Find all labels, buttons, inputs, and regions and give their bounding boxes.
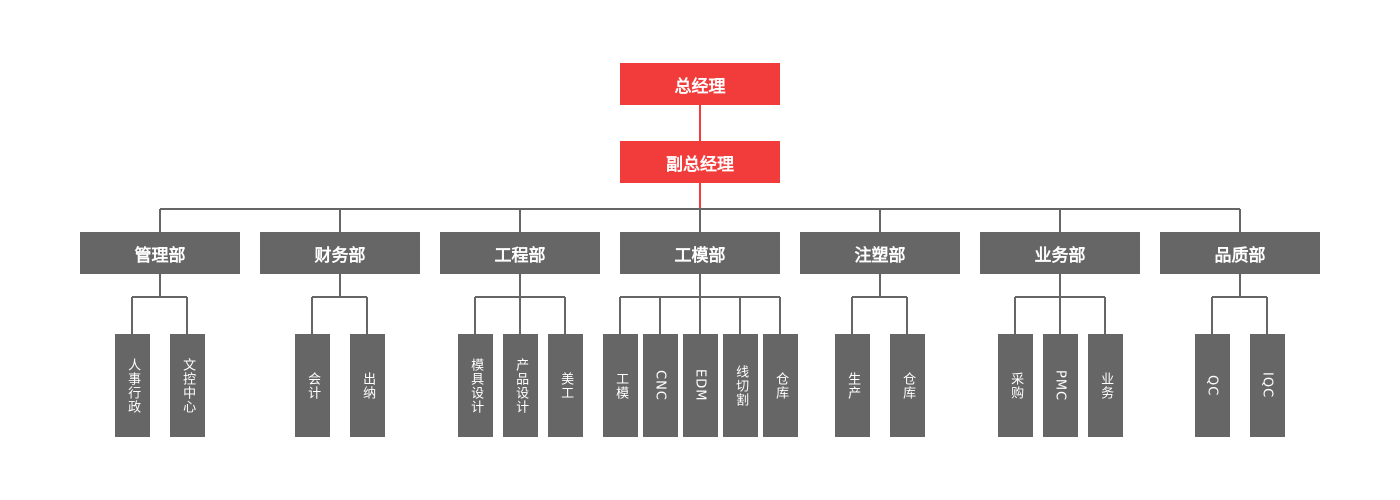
department-label: 工模部 [674, 245, 726, 266]
team-label: 文控中心 [180, 357, 196, 414]
team-box: 线切割 [722, 334, 758, 437]
team-box: 会计 [294, 334, 330, 437]
team-box: 仓库 [889, 334, 925, 437]
team-box: CNC [642, 334, 678, 437]
team-box: 生产 [834, 334, 870, 437]
team-label: IQC [1259, 372, 1275, 399]
general-manager-label: 总经理 [674, 76, 726, 97]
department-box: 工模部 [620, 232, 780, 274]
team-label: 美工 [558, 371, 574, 400]
deputy-general-manager-label: 副总经理 [666, 154, 734, 175]
team-box: 采购 [997, 334, 1033, 437]
department-box: 注塑部 [800, 232, 960, 274]
team-box: 人事行政 [114, 334, 150, 437]
team-label: EDM [692, 369, 708, 402]
department-box: 财务部 [260, 232, 420, 274]
department-box: 管理部 [80, 232, 240, 274]
team-label: 业务 [1098, 371, 1114, 400]
department-label: 工程部 [494, 245, 546, 266]
team-box: PMC [1042, 334, 1078, 437]
team-box: 文控中心 [169, 334, 205, 437]
team-label: 人事行政 [125, 357, 141, 414]
team-label: 工模 [613, 371, 629, 400]
team-label: CNC [652, 370, 668, 401]
department-label: 业务部 [1034, 245, 1086, 266]
team-label: 仓库 [900, 371, 916, 400]
team-box: 工模 [602, 334, 638, 437]
team-label: QC [1204, 374, 1220, 397]
team-label: PMC [1052, 369, 1068, 402]
department-label: 注塑部 [854, 245, 906, 266]
team-box: EDM [682, 334, 718, 437]
team-box: 出纳 [349, 334, 385, 437]
team-box: 产品设计 [502, 334, 538, 437]
department-label: 财务部 [314, 245, 366, 266]
team-label: 出纳 [360, 371, 376, 400]
team-box: 模具设计 [457, 334, 493, 437]
team-label: 模具设计 [468, 357, 484, 414]
deputy-general-manager-box: 副总经理 [620, 141, 780, 183]
team-label: 线切割 [733, 364, 749, 407]
department-label: 品质部 [1214, 245, 1266, 266]
team-label: 仓库 [773, 371, 789, 400]
department-box: 工程部 [440, 232, 600, 274]
department-box: 品质部 [1160, 232, 1320, 274]
team-label: 生产 [845, 371, 861, 400]
team-label: 会计 [305, 371, 321, 400]
team-label: 产品设计 [513, 357, 529, 414]
team-box: 美工 [547, 334, 583, 437]
team-box: IQC [1249, 334, 1285, 437]
team-box: 业务 [1087, 334, 1123, 437]
team-box: QC [1194, 334, 1230, 437]
department-label: 管理部 [134, 245, 186, 266]
department-box: 业务部 [980, 232, 1140, 274]
team-label: 采购 [1008, 371, 1024, 400]
general-manager-box: 总经理 [620, 63, 780, 105]
team-box: 仓库 [762, 334, 798, 437]
